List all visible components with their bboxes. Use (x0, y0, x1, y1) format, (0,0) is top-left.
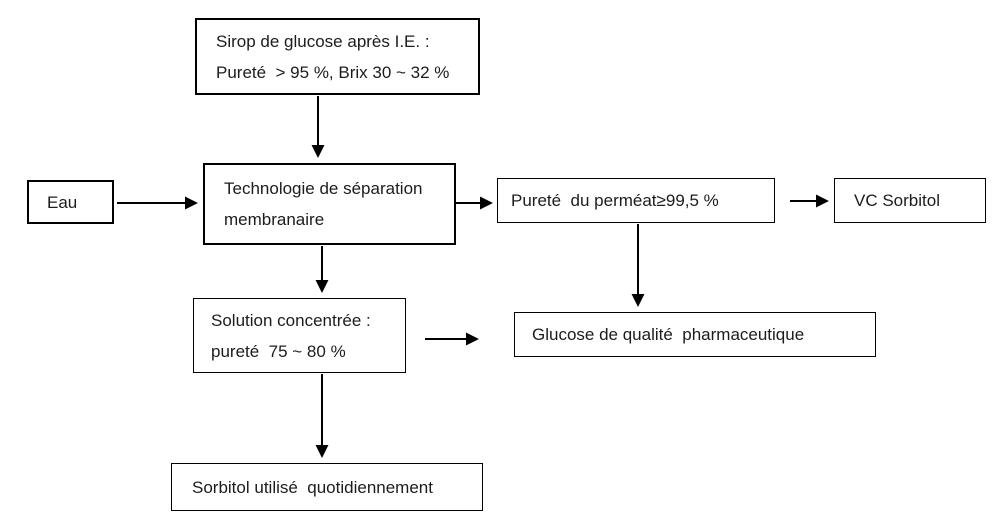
node-eau-label: Eau (47, 192, 78, 212)
node-purete-permeat: Pureté du perméat≥99,5 % (497, 178, 775, 223)
node-vc-label: VC Sorbitol (854, 191, 940, 210)
node-permeat-label: Pureté du perméat≥99,5 % (511, 191, 719, 210)
node-membrane-line-2: membranaire (224, 210, 325, 229)
node-sorbitol-label: Sorbitol utilisé quotidiennement (192, 477, 433, 497)
node-sirop-line-1: Sirop de glucose après I.E. : (216, 31, 430, 51)
node-solution-concentree: Solution concentrée : pureté 75 ~ 80 % (193, 298, 406, 373)
node-sirop-glucose: Sirop de glucose après I.E. : Pureté > 9… (195, 18, 480, 95)
node-solution-line-1: Solution concentrée : (211, 310, 371, 330)
node-sorbitol-quotidien: Sorbitol utilisé quotidiennement (171, 463, 483, 511)
node-membrane-line-1: Technologie de séparation (224, 179, 423, 198)
node-eau: Eau (27, 180, 114, 224)
node-vc-sorbitol: VC Sorbitol (834, 178, 986, 223)
node-separation-membranaire: Technologie de séparation membranaire (203, 163, 456, 245)
node-solution-line-2: pureté 75 ~ 80 % (211, 341, 346, 361)
node-glucose-label: Glucose de qualité pharmaceutique (532, 325, 805, 344)
node-sirop-line-2: Pureté > 95 %, Brix 30 ~ 32 % (216, 62, 450, 82)
node-glucose-pharmaceutique: Glucose de qualité pharmaceutique (514, 312, 876, 357)
